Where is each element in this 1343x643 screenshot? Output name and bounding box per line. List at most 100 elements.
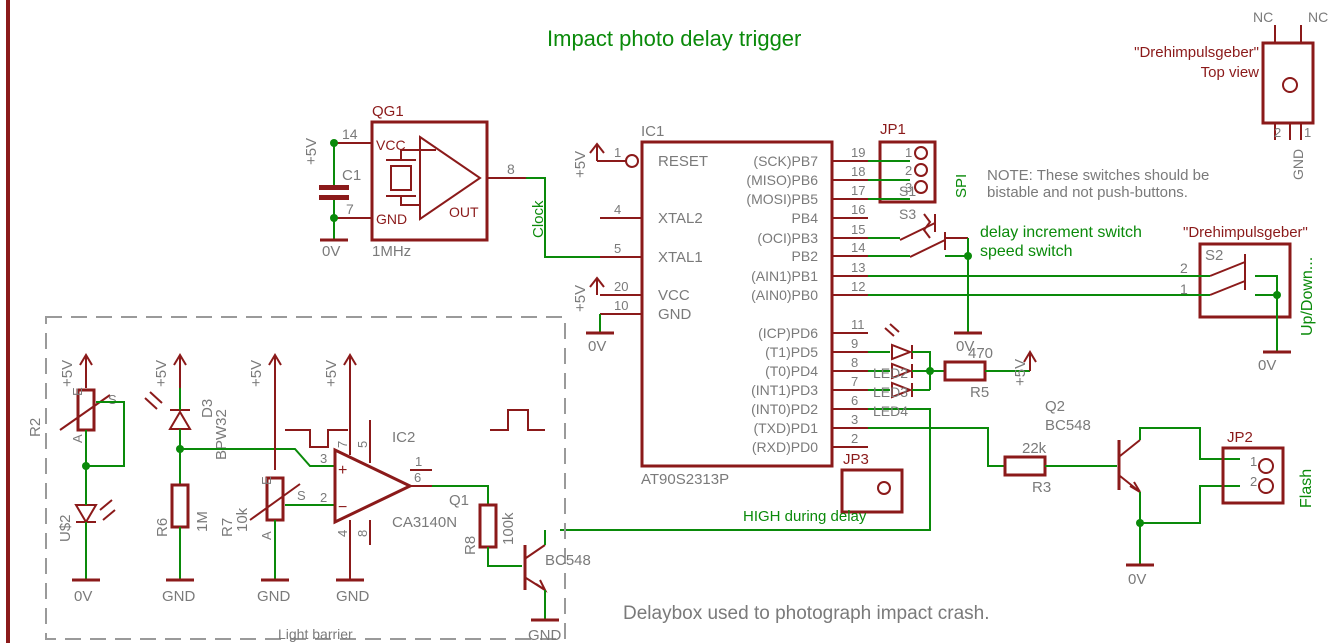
svg-text:+: + (338, 462, 347, 479)
switch-ground-0v: 0V (956, 338, 974, 355)
s3-label: S3 (899, 206, 916, 222)
ic1-pin-ocipb3: 15(OCI)PB3 (757, 222, 868, 246)
svg-text:(SCK)PB7: (SCK)PB7 (753, 153, 818, 169)
svg-text:(AIN0)PB0: (AIN0)PB0 (751, 287, 818, 303)
flash-net-label: Flash (1298, 469, 1315, 508)
potentiometer-r7: +5V R7 10k S E A (219, 353, 306, 540)
svg-text:U$2: U$2 (57, 514, 74, 542)
svg-text:(T1)PD5: (T1)PD5 (765, 344, 818, 360)
svg-text:JP3: JP3 (843, 451, 869, 468)
svg-text:BC548: BC548 (1045, 417, 1091, 434)
svg-text:PB4: PB4 (792, 210, 819, 226)
svg-text:8: 8 (355, 530, 370, 537)
svg-text:2: 2 (905, 163, 912, 178)
svg-text:22k: 22k (1022, 440, 1047, 457)
microcontroller-ic1: IC1 AT90S2313P 1RESET4XTAL25XTAL120VCC10… (600, 123, 868, 488)
qg1-frequency: 1MHz (372, 243, 411, 260)
svg-text:470: 470 (968, 345, 993, 362)
svg-text:R7: R7 (219, 518, 236, 537)
ic1-reset-5v: +5V (572, 151, 589, 178)
svg-text:2: 2 (1180, 260, 1188, 276)
svg-text:+5V: +5V (153, 360, 170, 387)
svg-text:CA3140N: CA3140N (392, 514, 457, 531)
svg-text:+5V: +5V (323, 360, 340, 387)
qg1-vcc-label: VCC (376, 137, 406, 153)
svg-text:VCC: VCC (658, 287, 690, 304)
high-during-delay-label: HIGH during delay (743, 508, 867, 525)
encoder-ground-0v: 0V (1258, 357, 1276, 374)
ic1-vcc-5v: +5V (572, 285, 589, 312)
svg-text:20: 20 (614, 279, 628, 294)
svg-text:5: 5 (355, 441, 370, 448)
potentiometer-r2: +5V R2 S E A (27, 353, 117, 443)
svg-text:BPW32: BPW32 (213, 409, 230, 460)
header-jp3: JP3 (840, 451, 904, 514)
svg-text:6: 6 (414, 470, 421, 485)
svg-text:6: 6 (851, 393, 858, 408)
clock-net-label: Clock (530, 200, 547, 238)
footer-caption: Delaybox used to photograph impact crash… (623, 603, 990, 624)
svg-text:10k: 10k (234, 507, 251, 532)
svg-text:(INT1)PD3: (INT1)PD3 (751, 382, 818, 398)
jp1-name: JP1 (880, 121, 906, 138)
svg-text:GND: GND (658, 306, 692, 323)
svg-text:13: 13 (851, 260, 865, 275)
svg-text:16: 16 (851, 202, 865, 217)
svg-text:R6: R6 (154, 518, 171, 537)
oscillator-qg1: QG1 1MHz VCC GND OUT 14 7 8 (334, 103, 526, 260)
s2-label: S2 (1205, 247, 1223, 264)
svg-text:NC: NC (1308, 9, 1328, 25)
svg-text:Q2: Q2 (1045, 398, 1065, 415)
photodiode-d3: +5V D3 BPW32 (144, 353, 230, 460)
qg1-pin8: 8 (507, 161, 515, 177)
ic1-pin-int0pd2: 6(INT0)PD2 (751, 393, 868, 417)
svg-text:7: 7 (851, 374, 858, 389)
svg-text:+5V: +5V (59, 360, 76, 387)
ic1-name: IC1 (641, 123, 664, 140)
svg-text:E: E (70, 387, 85, 396)
svg-text:(T0)PD4: (T0)PD4 (765, 363, 818, 379)
emitter-ground-0v: 0V (74, 588, 92, 605)
led-supply-5v: +5V (1012, 359, 1029, 386)
ic1-ground-0v: 0V (588, 338, 606, 355)
transistor-q2: Q2 BC548 (1045, 398, 1141, 493)
encoder-label: "Drehimpulsgeber" (1183, 224, 1308, 241)
encoder-top-view: NC NC 2 1 GND "Drehimpulsgeber" Top view (1134, 9, 1328, 180)
svg-text:100k: 100k (500, 512, 517, 545)
svg-text:GND: GND (336, 588, 370, 605)
svg-text:JP2: JP2 (1227, 429, 1253, 446)
svg-text:LED2: LED2 (873, 365, 908, 381)
svg-text:1: 1 (1180, 281, 1188, 297)
svg-text:PB2: PB2 (792, 248, 819, 264)
svg-text:1: 1 (614, 145, 621, 160)
q1-ground: GND (528, 627, 562, 643)
capacitor-c1: C1 0V +5V (303, 138, 361, 260)
svg-text:A: A (259, 531, 274, 540)
svg-text:S: S (297, 488, 306, 503)
svg-text:14: 14 (851, 240, 865, 255)
svg-text:R5: R5 (970, 384, 989, 401)
svg-text:IC2: IC2 (392, 429, 415, 446)
resistor-r5: 470 R5 (943, 345, 993, 401)
ic1-pin-ain1pb1: 13(AIN1)PB1 (751, 260, 868, 284)
svg-text:+5V: +5V (248, 360, 265, 387)
svg-text:LED4: LED4 (873, 403, 908, 419)
c1-label: C1 (342, 167, 361, 184)
svg-text:1: 1 (1250, 454, 1257, 469)
ic1-pin-int1pd3: 7 (INT1)PD3 (751, 374, 868, 398)
qg1-supply-5v: +5V (303, 138, 320, 165)
delay-switch-label: delay increment switch (980, 224, 1142, 241)
qg1-name: QG1 (372, 103, 404, 120)
svg-text:(MOSI)PB5: (MOSI)PB5 (746, 191, 818, 207)
switch-s1-s3: S1 S3 (899, 183, 968, 258)
svg-text:R8: R8 (462, 536, 479, 555)
ic1-pin-ain0pb0: 12(AIN0)PB0 (751, 279, 868, 303)
